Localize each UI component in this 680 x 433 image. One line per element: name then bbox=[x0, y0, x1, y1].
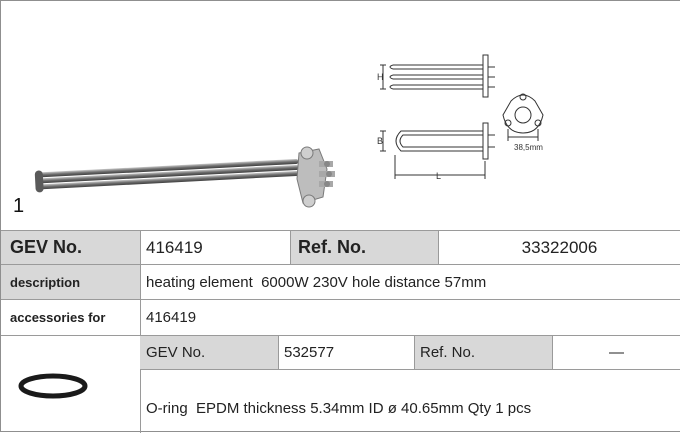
image-area: H B L 38,5mm 1 bbox=[1, 1, 680, 231]
dim-h-label: H bbox=[377, 72, 384, 82]
ref-label: Ref. No. bbox=[290, 231, 438, 264]
accessories-value: 416419 bbox=[146, 309, 197, 326]
description-row: description heating element 6000W 230V h… bbox=[1, 265, 680, 300]
technical-drawing: H B L 38,5mm bbox=[377, 54, 544, 181]
heating-element-photo bbox=[34, 146, 335, 208]
dim-l-label: L bbox=[436, 171, 441, 181]
accessory-info-row: GEV No. 532577 Ref. No. — bbox=[140, 336, 680, 370]
o-ring-photo bbox=[18, 373, 88, 399]
gev-label: GEV No. bbox=[1, 231, 140, 264]
gev-value: 416419 bbox=[146, 237, 203, 257]
accessory-ref-value: — bbox=[609, 344, 624, 361]
header-row: GEV No. 416419 Ref. No. 33322006 bbox=[1, 231, 680, 265]
accessory-ref-label: Ref. No. bbox=[414, 336, 552, 369]
accessory-gev-value: 532577 bbox=[284, 344, 335, 361]
accessory-description: O-ring EPDM thickness 5.34mm ID ø 40.65m… bbox=[146, 400, 532, 417]
accessory-gev-label: GEV No. bbox=[140, 336, 278, 369]
ref-value: 33322006 bbox=[521, 237, 598, 257]
description-label: description bbox=[1, 265, 140, 299]
accessory-block: GEV No. 532577 Ref. No. — O-ring EPDM th… bbox=[1, 336, 680, 433]
dim-b-label: B bbox=[377, 136, 383, 146]
description-value: heating element 6000W 230V hole distance… bbox=[146, 273, 487, 291]
item-number: 1 bbox=[13, 195, 25, 217]
accessories-label: accessories for bbox=[10, 310, 106, 325]
accessories-row: accessories for 416419 bbox=[1, 300, 680, 336]
dim-hole-label: 38,5mm bbox=[514, 143, 543, 152]
